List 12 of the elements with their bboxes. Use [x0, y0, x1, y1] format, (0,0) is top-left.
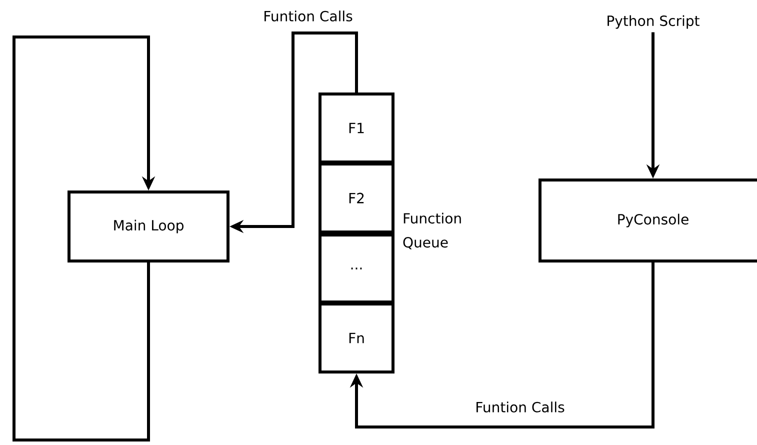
queue-slot: ... — [318, 234, 394, 304]
source-label: Python Script — [608, 15, 700, 29]
edge-label: Funtion Calls — [474, 400, 566, 414]
process-box: Main Loop — [68, 190, 230, 262]
queue-slot: Fn — [318, 302, 394, 374]
arrow — [350, 262, 654, 428]
queue-slot: F2 — [318, 162, 394, 234]
process-box: PyConsole — [538, 178, 757, 262]
arrow — [12, 36, 156, 442]
queue-label: Function Queue — [403, 212, 461, 250]
queue-slot: F1 — [318, 92, 394, 164]
edge-label: Funtion Calls — [262, 10, 354, 22]
